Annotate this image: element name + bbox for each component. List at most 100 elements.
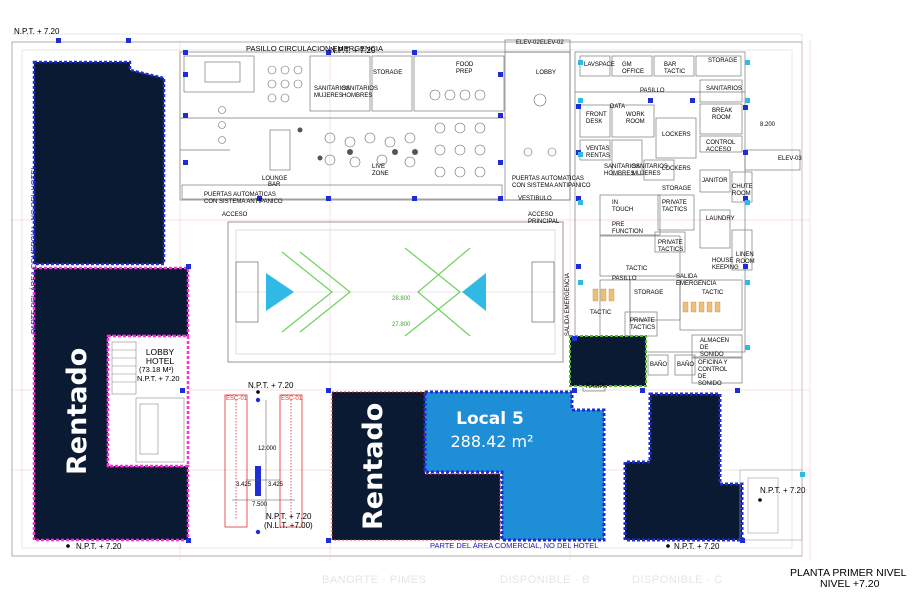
room-elev02b: ELEV-02 xyxy=(540,40,564,46)
room-sanitarios: SANITARIOS xyxy=(706,86,742,92)
plan-title-line1: PLANTA PRIMER NIVEL xyxy=(790,568,907,579)
rented-block-left xyxy=(32,60,190,542)
room-lockers2: LOCKERS xyxy=(662,166,691,172)
room-live-zone: LIVE ZONE xyxy=(372,164,389,177)
room-bano-a: BAÑO xyxy=(650,362,668,368)
room-tactic-a: TACTIC xyxy=(626,266,648,272)
rented-label-left: Rentado xyxy=(62,347,93,475)
room-chute-room: CHUTE ROOM xyxy=(732,184,753,197)
dim-27800: 27.800 xyxy=(392,322,411,328)
stair-a: ESC-01 xyxy=(226,396,248,402)
room-sanitarios-mujeres2: SANITARIOS MUJERES xyxy=(632,164,668,177)
room-rampa: RAMPA xyxy=(586,384,607,390)
room-puertas-b: PUERTAS AUTOMATICAS CON SISTEMA ANTIPANI… xyxy=(512,176,591,189)
dim-7500: 7.500 xyxy=(252,502,268,508)
green-block xyxy=(569,335,647,387)
level-stair-center: N.P.T. + 7.20 xyxy=(248,381,294,390)
local-5-name[interactable]: Local 5 xyxy=(456,409,524,429)
room-pasillo2: PASILLO xyxy=(612,276,637,282)
plan-title-line2: NIVEL +7.20 xyxy=(820,578,880,590)
side-note-left: PARTE DEL ÁREA COMERCIAL, NO DEL HOTEL xyxy=(29,165,38,334)
room-sanitarios-mujeres: SANITARIOS MUJERES xyxy=(314,86,350,99)
dim-28800: 28.800 xyxy=(392,296,411,302)
room-private-tactics: PRIVATE TACTICS xyxy=(662,200,688,213)
lobby-hotel-box xyxy=(106,334,190,468)
room-linen: LINEN ROOM xyxy=(736,252,755,265)
room-food-prep: FOOD PREP xyxy=(456,62,474,75)
ghost-disp-c: DISPONIBLE · C xyxy=(632,574,723,586)
room-vestibulo: VESTIBULO xyxy=(518,196,552,202)
room-pasillo: PASILLO xyxy=(640,88,665,94)
upper-hotel-zone xyxy=(179,39,571,201)
lobby-hotel-level: N.P.T. + 7.20 xyxy=(137,374,180,383)
cyan-markers xyxy=(578,60,805,477)
lobby-hotel-title: LOBBY HOTEL xyxy=(140,348,180,366)
room-acceso-principal: ACCESO PRINCIPAL xyxy=(528,212,560,225)
escalator-divider xyxy=(255,466,261,496)
room-puertas-a: PUERTAS AUTOMATICAS CON SISTEMA ANTIPANI… xyxy=(204,192,283,205)
level-right: N.P.T. + 7.20 xyxy=(760,486,806,495)
dim-12000: 12.000 xyxy=(258,446,277,452)
room-ventas: VENTAS RENTAS xyxy=(586,146,610,159)
room-storage3: STORAGE xyxy=(662,186,692,192)
room-work-room: WORK ROOM xyxy=(626,112,645,125)
room-house-keeping: HOUSE KEEPING xyxy=(712,258,739,271)
dim-3425b: 3.425 xyxy=(268,482,284,488)
room-sanitarios-hombres2: SANITARIOS HOMBRES xyxy=(604,164,640,177)
dark-chairs xyxy=(297,127,418,161)
local-5-area: 288.42 m² xyxy=(450,432,534,451)
room-salida-vertical: SALIDA EMERGENCIA xyxy=(565,272,571,336)
corridor-label: PASILLO CIRCULACION EMERGENCIA xyxy=(246,44,383,53)
room-front-desk: FRONT DESK xyxy=(586,112,607,125)
level-bottom-left: N.P.T. + 7.20 xyxy=(76,542,122,551)
room-oficina: OFICINA Y CONTROL DE SONIDO xyxy=(698,360,728,387)
bottom-note: PARTE DEL ÁREA COMERCIAL, NO DEL HOTEL xyxy=(430,541,599,550)
local-5-block xyxy=(423,390,606,542)
room-data: DATA xyxy=(610,104,626,110)
room-break-room: BREAK ROOM xyxy=(712,108,733,121)
room-tactic-c: TACTIC xyxy=(702,290,724,296)
room-laundry: LAUNDRY xyxy=(706,216,735,222)
level-top-corridor: N.P.T. + 7.20 xyxy=(330,46,376,55)
rented-label-center: Rentado xyxy=(358,402,389,530)
room-bar-tactic: BAR TACTIC xyxy=(664,62,686,75)
level-arrow-markers xyxy=(66,390,762,548)
room-in-touch: IN TOUCH xyxy=(612,200,634,213)
room-elev02a: ELEV-02 xyxy=(516,40,540,46)
lobby-hotel-line2: HOTEL xyxy=(145,356,175,366)
room-bar: BAR xyxy=(268,182,281,188)
rented-block-right xyxy=(623,392,744,542)
room-private-tactics3: PRIVATE TACTICS xyxy=(630,318,656,331)
service-zone xyxy=(574,51,801,392)
column-markers xyxy=(56,38,748,543)
room-private-tactics2: PRIVATE TACTICS xyxy=(658,240,684,253)
building-outline xyxy=(11,33,803,557)
room-lockers: LOCKERS xyxy=(662,132,691,138)
lobby-hotel-line1: LOBBY xyxy=(145,347,175,357)
room-lavspace: LAVSPACE xyxy=(584,62,615,68)
right-extension xyxy=(739,469,803,541)
room-sanitarios-hombres: SANITARIOS HOMBRES xyxy=(342,86,378,99)
stair-b: ESC-01 xyxy=(281,396,303,402)
room-janitor: JANITOR xyxy=(702,178,728,184)
level-bottom-center: N.P.T. + 7.20 xyxy=(266,512,312,521)
room-bano-b: BAÑO xyxy=(677,362,695,368)
atrium-plants xyxy=(281,247,471,337)
room-almacen: ALMACEN DE SONIDO xyxy=(700,338,730,358)
level-bottom-right: N.P.T. + 7.20 xyxy=(674,542,720,551)
atrium-skylight-left xyxy=(266,273,294,311)
ghost-banorte: BANORTE · PIMES xyxy=(322,574,427,586)
ghost-disp-b: DISPONIBLE · B xyxy=(500,574,591,586)
room-control-acceso: CONTROL ACCESO xyxy=(706,140,736,153)
room-salida-emergencia: SALIDA EMERGENCIA xyxy=(676,274,717,287)
atrium-skylight-right xyxy=(462,273,486,311)
room-pre-function: PRE FUNCTION xyxy=(612,222,643,235)
room-elev03: ELEV-03 xyxy=(778,156,802,162)
level-bottom-center-nlt: (N.L.T. +7.00) xyxy=(264,521,313,530)
room-tactic-b: TACTIC xyxy=(590,310,612,316)
dimension-lines xyxy=(232,400,295,520)
furniture xyxy=(218,65,557,178)
lobby-hotel-area: (73.18 M²) xyxy=(139,365,174,374)
room-lounge: LOUNGE xyxy=(262,176,288,182)
